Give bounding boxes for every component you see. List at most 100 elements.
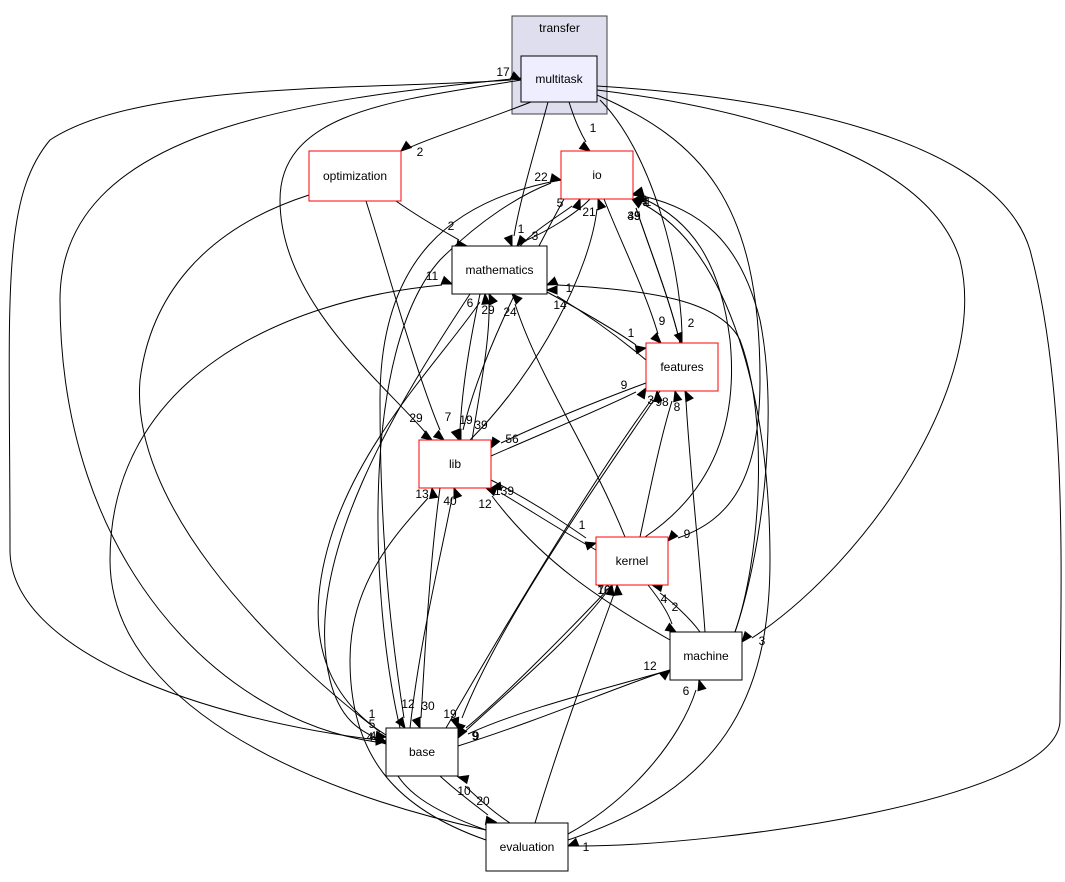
- node-kernel[interactable]: kernel: [595, 536, 669, 586]
- edge-evaluation-to-kernel[interactable]: [534, 583, 623, 824]
- edge-label-base-to-evaluation[interactable]: 10: [457, 784, 471, 798]
- edge-multitask-to-optimization[interactable]: [399, 101, 532, 152]
- node-optimization[interactable]: optimization: [308, 150, 402, 202]
- edge-features-to-mathematics[interactable]: [545, 285, 647, 361]
- edge-label-machine-to-mathematics[interactable]: 1: [566, 281, 573, 295]
- edge-label-kernel-to-lib[interactable]: 139: [494, 484, 514, 498]
- edge-label-features-to-io[interactable]: 35: [627, 209, 641, 223]
- edge-lib-to-features[interactable]: [490, 386, 647, 457]
- edge-label-features-to-mathematics[interactable]: 14: [553, 298, 567, 312]
- edge-label-multitask-to-io[interactable]: 1: [590, 121, 597, 135]
- edge-base-to-multitask[interactable]: [8, 71, 523, 742]
- edge-label-evaluation-to-base[interactable]: 4: [370, 729, 377, 743]
- edge-label-machine-to-kernel[interactable]: 2: [672, 600, 679, 614]
- edge-label-multitask-to-machine[interactable]: 3: [759, 634, 766, 648]
- edge-label-evaluation-to-machine[interactable]: 6: [683, 684, 690, 698]
- edge-mathematics-to-base[interactable]: [324, 293, 471, 746]
- edge-label-features-to-base[interactable]: 19: [443, 707, 457, 721]
- edge-base-to-io[interactable]: [377, 173, 563, 729]
- edge-label-base-to-multitask[interactable]: 17: [496, 65, 510, 79]
- edge-label-optimization-to-mathematics[interactable]: 2: [448, 219, 455, 233]
- edge-lib-to-mathematics[interactable]: [471, 292, 498, 441]
- edge-features-to-io[interactable]: [630, 198, 681, 344]
- edge-label-lib-to-base[interactable]: 30: [421, 699, 435, 713]
- edge-base-to-kernel[interactable]: [457, 583, 615, 739]
- edge-label-mathematics-to-base[interactable]: 1: [369, 707, 376, 721]
- edge-label-multitask-to-features[interactable]: 2: [688, 316, 695, 330]
- node-mathematics[interactable]: mathematics: [451, 245, 548, 295]
- edge-io-to-base[interactable]: [379, 179, 562, 730]
- node-features[interactable]: features: [645, 342, 719, 392]
- edge-base-to-machine[interactable]: [457, 669, 672, 747]
- edge-base-to-features[interactable]: [445, 389, 663, 729]
- edge-label-kernel-to-features[interactable]: 98: [655, 395, 669, 409]
- edge-multitask-to-lib[interactable]: [279, 79, 522, 441]
- edge-label-base-to-machine[interactable]: 12: [643, 659, 657, 673]
- edge-label-multitask-to-lib[interactable]: 29: [409, 411, 423, 425]
- edge-label-kernel-to-io[interactable]: 1: [645, 195, 652, 209]
- edge-label-mathematics-to-io[interactable]: 5: [557, 196, 564, 210]
- edge-kernel-to-mathematics[interactable]: [511, 293, 626, 538]
- edge-label-io-to-features[interactable]: 9: [659, 314, 666, 328]
- edge-multitask-to-mathematics[interactable]: [503, 101, 549, 248]
- edge-label-evaluation-to-mathematics[interactable]: 11: [426, 269, 439, 283]
- edge-label-evaluation-to-io[interactable]: 1: [643, 195, 650, 209]
- edge-multitask-to-evaluation[interactable]: [566, 85, 1062, 847]
- edge-label-base-to-lib[interactable]: 40: [443, 494, 457, 508]
- edge-label-io-to-lib[interactable]: 39: [474, 418, 488, 432]
- edge-label-base-to-mathematics[interactable]: 6: [467, 296, 474, 310]
- edge-lib-to-base[interactable]: [411, 487, 441, 730]
- edge-machine-to-base[interactable]: [457, 669, 671, 740]
- edge-mathematics-to-features[interactable]: [546, 291, 648, 355]
- edge-label-kernel-to-machine[interactable]: 4: [661, 592, 668, 606]
- edge-label-multitask-to-mathematics[interactable]: 1: [518, 222, 525, 236]
- edge-optimization-to-mathematics[interactable]: [395, 200, 469, 249]
- edge-lib-to-io[interactable]: [469, 197, 607, 441]
- edge-label-kernel-to-base[interactable]: 9: [472, 729, 479, 743]
- edge-optimization-to-base[interactable]: [138, 194, 388, 740]
- edge-machine-to-features[interactable]: [684, 389, 706, 633]
- edge-label-evaluation-to-base[interactable]: 20: [476, 794, 490, 808]
- edge-evaluation-to-base[interactable]: [456, 774, 511, 824]
- edge-label-machine-to-features[interactable]: 8: [674, 400, 681, 414]
- edge-label-base-to-kernel[interactable]: 16: [597, 583, 611, 597]
- edge-label-kernel-to-mathematics[interactable]: 24: [503, 305, 517, 319]
- edge-io-to-lib[interactable]: [452, 198, 565, 442]
- edge-kernel-to-base[interactable]: [456, 584, 613, 736]
- edge-io-to-features[interactable]: [603, 198, 662, 344]
- edge-label-base-to-io[interactable]: 22: [534, 170, 548, 184]
- edge-label-io-to-base[interactable]: 12: [401, 697, 415, 711]
- edge-label-machine-to-io[interactable]: 1: [642, 193, 649, 207]
- edge-evaluation-to-mathematics[interactable]: [109, 275, 487, 831]
- edge-label-multitask-to-optimization[interactable]: 2: [417, 145, 424, 159]
- edge-features-to-lib[interactable]: [490, 382, 647, 450]
- edge-label-mathematics-to-lib[interactable]: 19: [459, 413, 473, 427]
- edge-kernel-to-machine[interactable]: [647, 584, 678, 633]
- edge-label-lib-to-features[interactable]: 9: [621, 378, 628, 392]
- edge-multitask-to-base[interactable]: [59, 77, 522, 745]
- edge-evaluation-to-lib[interactable]: [349, 486, 487, 841]
- edge-label-multitask-to-evaluation[interactable]: 1: [583, 840, 590, 854]
- edge-label-features-to-lib[interactable]: 56: [505, 432, 519, 446]
- edge-label-lib-to-kernel[interactable]: 1: [579, 518, 586, 532]
- node-multitask[interactable]: multitask: [520, 55, 598, 103]
- node-machine[interactable]: machine: [669, 631, 743, 681]
- node-lib[interactable]: lib: [418, 439, 492, 489]
- node-evaluation[interactable]: evaluation: [485, 822, 569, 872]
- edge-machine-to-io[interactable]: [631, 186, 769, 633]
- edge-label-features-to-io[interactable]: 49: [627, 209, 641, 223]
- edge-label-multitask-to-kernel[interactable]: 9: [684, 527, 691, 541]
- edge-base-to-lib[interactable]: [409, 486, 463, 729]
- edge-label-machine-to-lib[interactable]: 12: [478, 497, 492, 511]
- edge-label-lib-to-mathematics[interactable]: 29: [481, 303, 495, 317]
- edge-kernel-to-features[interactable]: [639, 389, 683, 538]
- edge-label-io-to-mathematics[interactable]: 3: [532, 229, 539, 243]
- node-io[interactable]: io: [560, 150, 634, 200]
- edge-multitask-to-machine[interactable]: [596, 89, 966, 644]
- edge-label-base-to-features[interactable]: 34: [647, 393, 661, 407]
- edge-label-mathematics-to-features[interactable]: 1: [628, 326, 635, 340]
- edge-label-optimization-to-base[interactable]: 5: [369, 717, 376, 731]
- edge-lib-to-kernel[interactable]: [490, 479, 598, 551]
- edge-label-lib-to-io[interactable]: 21: [582, 205, 596, 219]
- edge-label-machine-to-base[interactable]: 9: [473, 729, 480, 743]
